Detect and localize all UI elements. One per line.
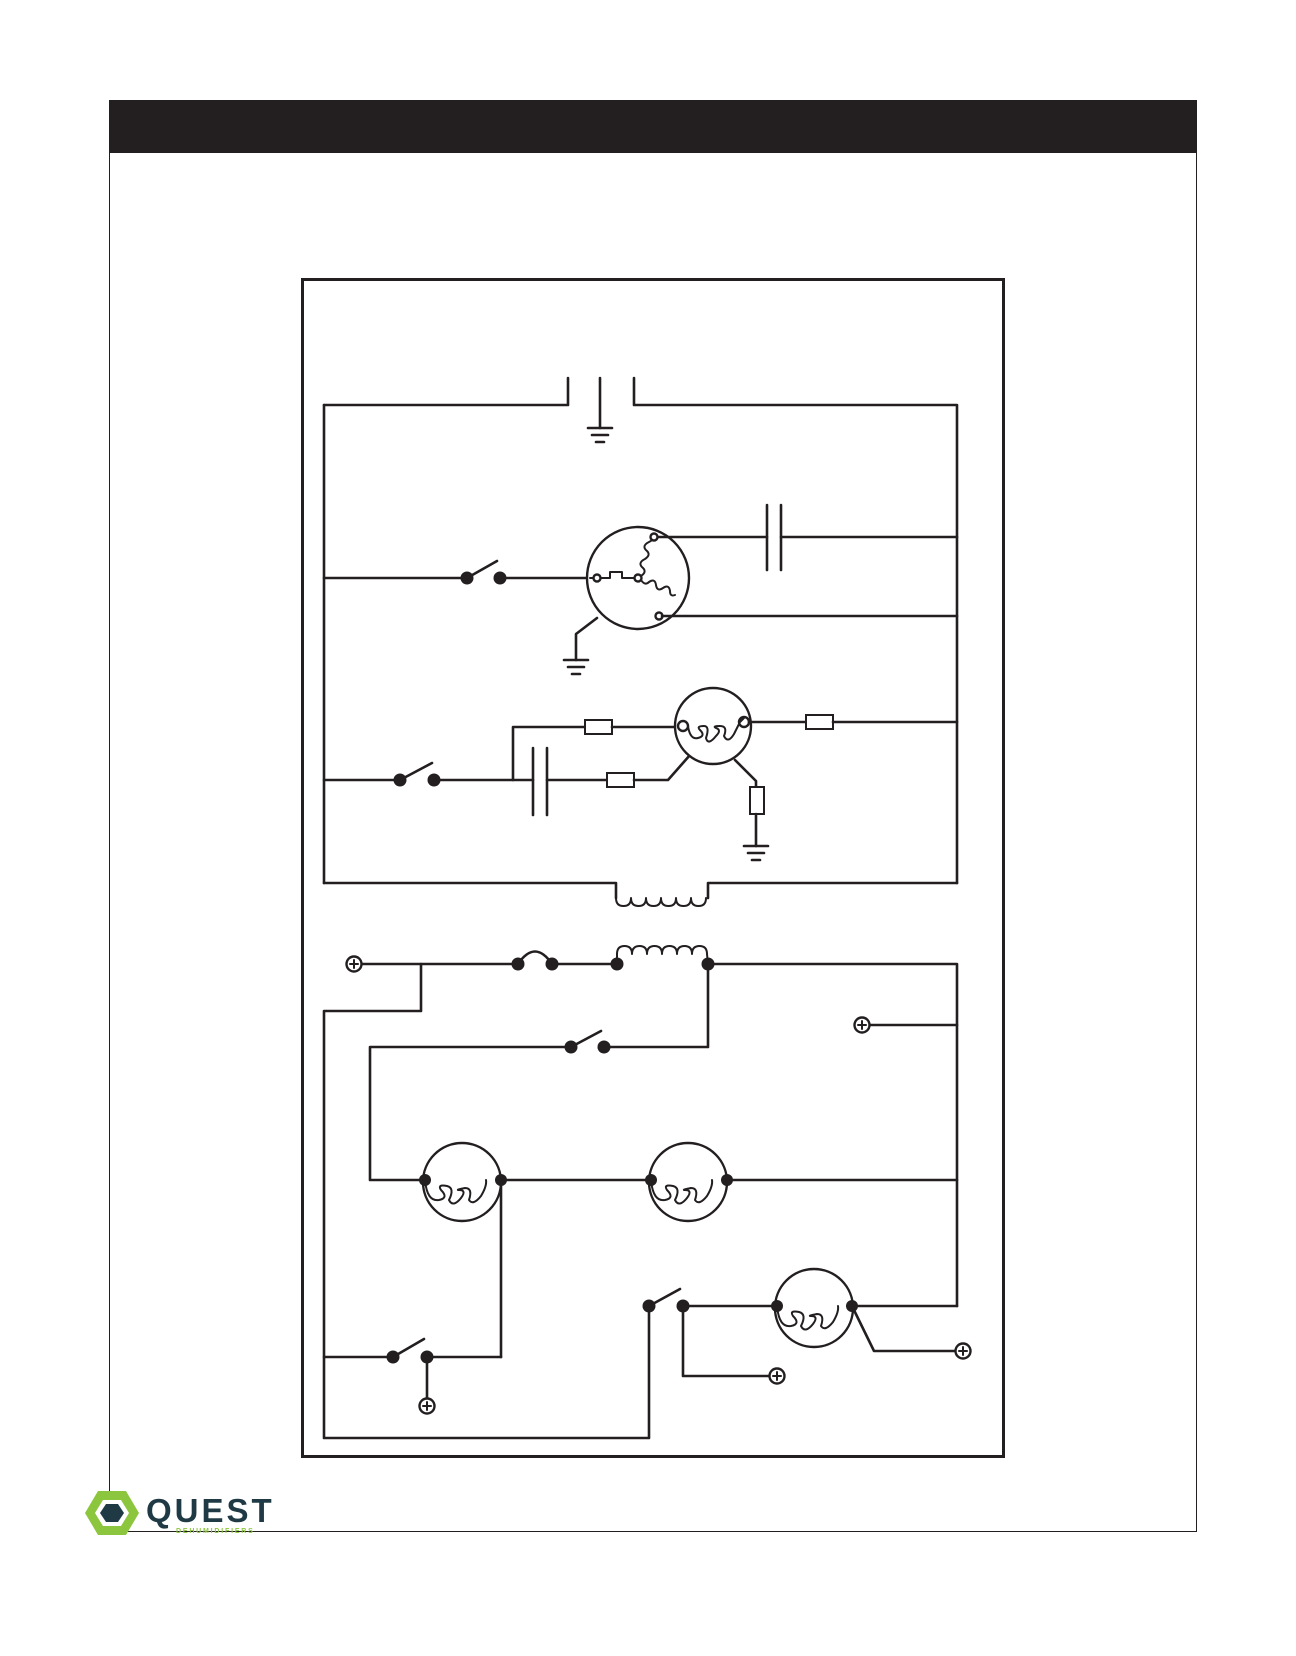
brand-tagline: DEHUMIDIFIERS xyxy=(176,1528,255,1535)
compressor-ground-icon xyxy=(564,660,588,674)
top-rail-right xyxy=(634,378,957,883)
fan-ground-icon xyxy=(744,846,768,860)
terminal-icon xyxy=(855,1018,870,1033)
power-plug-ground-icon xyxy=(588,378,612,442)
bottom-rail-left xyxy=(324,883,616,898)
motor-icon xyxy=(645,1143,733,1221)
terminal-icon xyxy=(347,957,362,972)
fan-ground-lead xyxy=(735,760,756,787)
compressor-motor-icon xyxy=(587,527,689,629)
terminal-icon xyxy=(420,1399,435,1414)
terminal-icon xyxy=(770,1369,785,1384)
fan-cap-wire-2 xyxy=(634,755,690,780)
motor-icon xyxy=(419,1143,507,1221)
transformer-primary-icon xyxy=(616,898,706,906)
terminal-lead-2 xyxy=(683,1306,770,1376)
motor-feed-wire xyxy=(604,964,708,1047)
resistor-icon xyxy=(750,787,764,814)
compressor-ground-lead xyxy=(576,618,597,660)
fan-switch xyxy=(394,763,441,787)
brand-logo: QUEST DEHUMIDIFIERS xyxy=(84,1488,264,1540)
compressor-switch xyxy=(461,561,507,585)
resistor-icon xyxy=(607,773,634,787)
top-rail-left xyxy=(324,378,568,405)
upper-circuit xyxy=(324,378,957,906)
fuse-icon xyxy=(512,952,559,971)
transformer-secondary-icon xyxy=(611,946,715,971)
run-capacitor-icon xyxy=(767,505,781,570)
resistor-icon xyxy=(585,720,612,734)
fan-high-wire xyxy=(513,727,585,780)
lower-circuit xyxy=(324,946,971,1438)
terminal-lead-3 xyxy=(852,1306,956,1351)
fan-capacitor-icon xyxy=(533,748,547,815)
terminal-icon xyxy=(956,1344,971,1359)
bottom-rail-right xyxy=(708,883,957,898)
resistor-icon xyxy=(806,715,833,729)
relay-switch xyxy=(565,1031,611,1054)
fan-motor-icon xyxy=(675,688,751,764)
hexagon-logo-icon xyxy=(84,1488,140,1538)
motor-icon xyxy=(771,1269,858,1347)
right-rail xyxy=(708,964,957,1306)
brand-name: QUEST xyxy=(146,1492,275,1530)
